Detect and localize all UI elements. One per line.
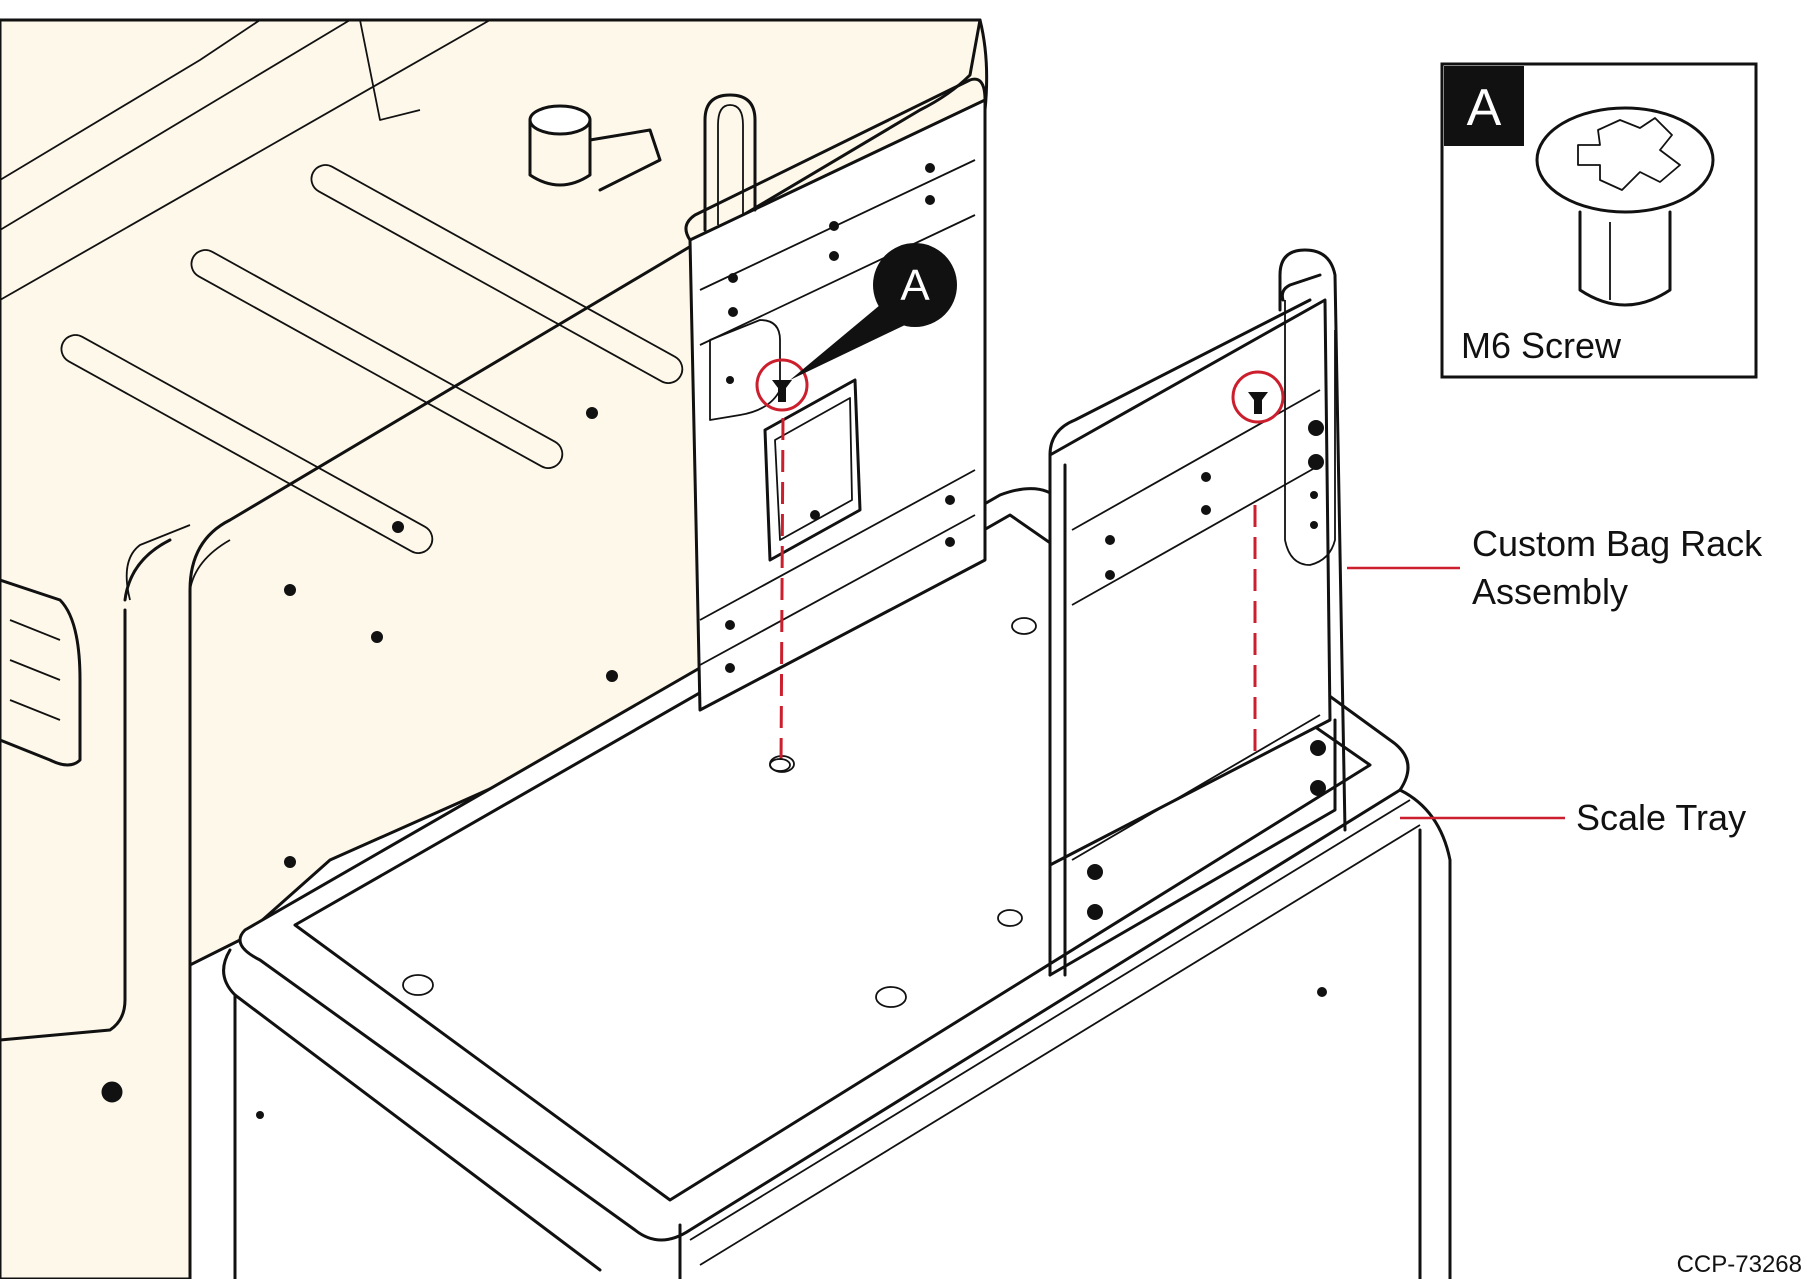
bag-rack-label-line1: Custom Bag Rack [1472, 523, 1763, 564]
detail-box: A M6 Screw [1440, 62, 1758, 379]
screw-left-highlight [755, 358, 809, 412]
figure-code: CCP-73268 [1677, 1251, 1802, 1278]
callout-a: A [790, 243, 957, 380]
screw-right [1231, 370, 1285, 424]
screw-left-install-line [779, 417, 785, 766]
detail-box-caption: M6 Screw [1461, 325, 1622, 366]
screw-right-highlight [1231, 370, 1285, 424]
bag-rack-label-line2: Assembly [1472, 571, 1628, 612]
callout-a-letter: A [900, 261, 930, 310]
detail-box-letter: A [1467, 79, 1502, 137]
screw-left [755, 358, 809, 412]
scale-tray-label: Scale Tray [1576, 797, 1746, 838]
m6-screw-icon [1535, 106, 1715, 307]
